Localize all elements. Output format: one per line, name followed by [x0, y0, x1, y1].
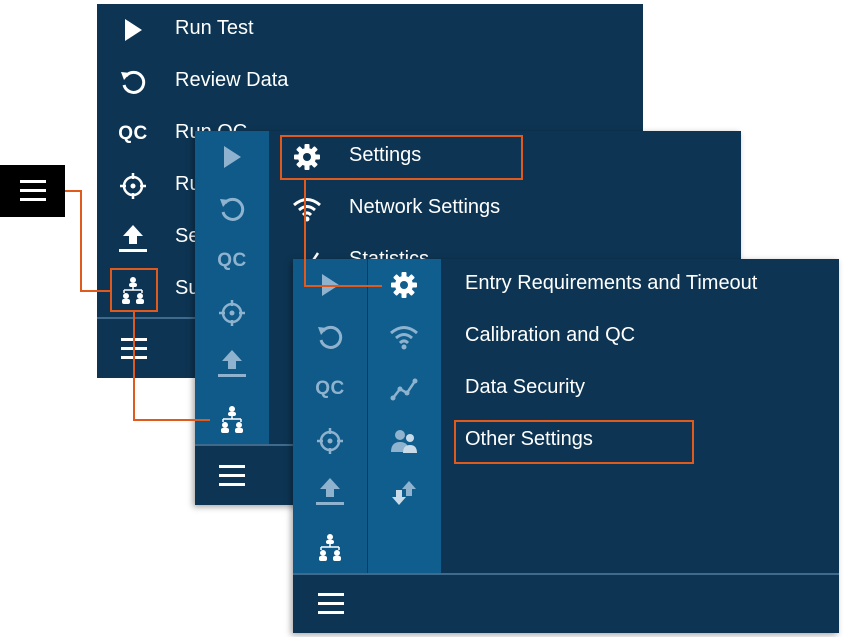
- upload-icon[interactable]: [310, 471, 350, 511]
- main-menu-button[interactable]: [0, 165, 65, 217]
- menu-item-other-settings[interactable]: Other Settings: [441, 415, 839, 467]
- menu-item-label: Other Settings: [465, 428, 593, 450]
- icon-rail: [195, 131, 269, 447]
- connector-line: [80, 190, 82, 292]
- menu-item-review-data[interactable]: Review Data: [97, 56, 643, 108]
- wifi-icon: [287, 189, 327, 229]
- menu-item-label: Run Test: [175, 17, 254, 39]
- gear-icon[interactable]: [384, 265, 424, 305]
- undo-icon[interactable]: [212, 189, 252, 229]
- footer-divider: [293, 573, 839, 575]
- gear-icon: [287, 137, 327, 177]
- menu-item-label: Entry Requirements and Timeout: [465, 272, 758, 294]
- users-icon[interactable]: [384, 421, 424, 461]
- wifi-icon[interactable]: [384, 317, 424, 357]
- upload-icon[interactable]: [212, 343, 252, 383]
- menu-item-entry-requirements[interactable]: Entry Requirements and Timeout: [441, 259, 839, 311]
- hierarchy-icon[interactable]: [212, 399, 252, 439]
- hierarchy-icon: [113, 270, 153, 310]
- menu-item-run-test[interactable]: Run Test: [97, 4, 643, 56]
- play-icon[interactable]: [212, 137, 252, 177]
- menu-item-label: Data Security: [465, 376, 586, 398]
- upload-icon: [113, 218, 153, 258]
- menu-item-calibration-qc[interactable]: Calibration and QC: [441, 311, 839, 363]
- other-settings-panel: QC Entry Requirements and Timeout Calibr…: [293, 259, 839, 633]
- highlight-settings: [280, 135, 523, 180]
- menu-item-label: Settings: [349, 144, 422, 166]
- hamburger-icon[interactable]: [318, 593, 344, 615]
- crosshair-icon[interactable]: [212, 293, 252, 333]
- qc-icon: QC: [118, 123, 148, 144]
- menu-item-send[interactable]: Se: [97, 212, 643, 264]
- connector-line: [133, 312, 135, 421]
- hierarchy-icon[interactable]: [310, 527, 350, 567]
- crosshair-icon[interactable]: [310, 421, 350, 461]
- highlight-other-settings: [454, 420, 694, 464]
- connector-line: [304, 180, 306, 287]
- hamburger-icon: [20, 180, 46, 202]
- icon-rail-secondary: [368, 259, 441, 575]
- play-icon: [113, 10, 153, 50]
- icon-rail: [293, 259, 367, 575]
- menu-item-network-settings[interactable]: Network Settings: [269, 183, 741, 235]
- undo-icon: [113, 62, 153, 102]
- crosshair-icon: [113, 166, 153, 206]
- menu-item-label: Review Data: [175, 69, 289, 91]
- qc-icon[interactable]: QC: [217, 250, 247, 271]
- menu-item-label: Network Settings: [349, 196, 501, 218]
- hamburger-icon[interactable]: [219, 465, 245, 487]
- chart-icon[interactable]: [384, 369, 424, 409]
- menu-item-supervisor[interactable]: Su: [97, 264, 643, 316]
- rail-separator: [367, 259, 368, 575]
- highlight-supervisor-icon: [110, 268, 158, 312]
- connector-line: [304, 285, 382, 287]
- menu-item-data-security[interactable]: Data Security: [441, 363, 839, 415]
- transfer-icon[interactable]: [384, 473, 424, 513]
- menu-item-label: Su: [175, 277, 200, 299]
- undo-icon[interactable]: [310, 317, 350, 357]
- connector-line: [133, 419, 210, 421]
- connector-line: [80, 290, 110, 292]
- menu-item-label: Calibration and QC: [465, 324, 636, 346]
- footer-bar: [293, 575, 839, 633]
- qc-icon[interactable]: QC: [315, 378, 345, 399]
- connector-line: [65, 190, 82, 192]
- menu-item-settings[interactable]: Settings: [269, 131, 741, 183]
- menu-item-label: Se: [175, 225, 200, 247]
